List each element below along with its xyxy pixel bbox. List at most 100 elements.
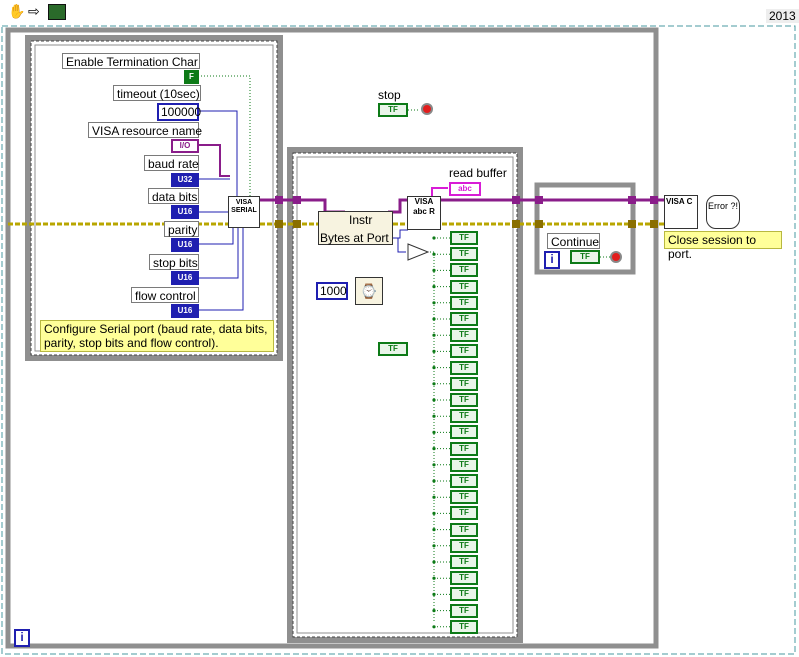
- error-handler-node[interactable]: Error ?!: [706, 195, 740, 229]
- property-node-item: Bytes at Port: [320, 231, 389, 245]
- visa-resource-control[interactable]: I/O: [171, 139, 199, 153]
- stop-bits-label: stop bits: [149, 254, 199, 270]
- wire-junction: [432, 609, 436, 613]
- tf-column-indicator: TF: [450, 247, 478, 262]
- wire-junction: [432, 236, 436, 240]
- tf-column-indicator: TF: [450, 441, 478, 456]
- wire-junction: [432, 528, 436, 532]
- wire-junction: [432, 333, 436, 337]
- visa-close-node-text: VISA C: [666, 197, 693, 206]
- flow-control-label: flow control: [131, 287, 199, 303]
- wire-junction: [432, 398, 436, 402]
- tf-column-indicator: TF: [450, 538, 478, 553]
- tf-column-indicator: TF: [450, 295, 478, 310]
- tf-column-indicator: TF: [450, 231, 478, 245]
- continue-terminal[interactable]: TF: [570, 250, 600, 264]
- tf-column-indicator: TF: [450, 490, 478, 505]
- wire-junction: [432, 576, 436, 580]
- tf-column-indicator: TF: [450, 506, 478, 521]
- tf-column-indicator: TF: [450, 555, 478, 569]
- tf-column-indicator: TF: [450, 393, 478, 407]
- visa-read-node[interactable]: VISA abc R: [407, 196, 441, 230]
- baud-rate-label: baud rate: [144, 155, 199, 171]
- wire-junction: [432, 317, 436, 321]
- wire-junction: [432, 447, 436, 451]
- tf-column-indicator: TF: [450, 263, 478, 278]
- stop-label: stop: [378, 88, 401, 102]
- enable-term-constant[interactable]: F: [184, 70, 199, 84]
- config-comment: Configure Serial port (baud rate, data b…: [40, 320, 274, 352]
- tf-column-indicator: TF: [450, 344, 478, 359]
- data-bits-control[interactable]: U16: [171, 205, 199, 219]
- tf-indicator: TF: [378, 342, 408, 356]
- wire-junction: [432, 463, 436, 467]
- flow-control-control[interactable]: U16: [171, 304, 199, 318]
- wire-junction: [432, 349, 436, 353]
- wire-junction: [432, 366, 436, 370]
- wire-junction: [432, 430, 436, 434]
- visa-resource-label: VISA resource name: [88, 122, 202, 138]
- wire-junction: [432, 511, 436, 515]
- tf-column-indicator: TF: [450, 312, 478, 326]
- close-comment: Close session to port.: [664, 231, 782, 261]
- baud-rate-control[interactable]: U32: [171, 173, 199, 187]
- wire-junction: [432, 544, 436, 548]
- wire-junction: [432, 382, 436, 386]
- read-buffer-indicator[interactable]: abc: [449, 182, 481, 196]
- continue-label: Continue: [547, 233, 600, 249]
- read-buffer-label: read buffer: [449, 166, 507, 180]
- wire-junction: [432, 560, 436, 564]
- vi-icon[interactable]: [48, 4, 66, 20]
- tf-column-indicator: TF: [450, 474, 478, 488]
- wire-junction: [432, 268, 436, 272]
- visa-close-node[interactable]: VISA C: [664, 195, 698, 229]
- inner-while-loop: [534, 182, 636, 275]
- tf-column-indicator: TF: [450, 328, 478, 343]
- property-node[interactable]: Instr Bytes at Port: [318, 211, 393, 245]
- wait-ms-node[interactable]: ⌚: [355, 277, 383, 305]
- clock-icon: ⌚: [360, 283, 378, 299]
- stop-terminal[interactable]: TF: [378, 103, 408, 117]
- tf-column-indicator: TF: [450, 587, 478, 602]
- parity-label: parity: [164, 221, 199, 237]
- continue-button-icon[interactable]: [610, 251, 622, 263]
- wire-junction: [432, 301, 436, 305]
- property-node-title: Instr: [349, 213, 373, 227]
- error-node-text: Error ?!: [707, 201, 738, 211]
- tf-column-indicator: TF: [450, 409, 478, 424]
- wait-ms-constant[interactable]: 1000: [316, 282, 348, 300]
- inner-iteration-terminal: i: [544, 251, 560, 269]
- tf-column-indicator: TF: [450, 603, 478, 618]
- outer-while-loop: [5, 27, 659, 649]
- version-label: 2013: [766, 9, 799, 23]
- parity-control[interactable]: U16: [171, 238, 199, 252]
- tf-column-indicator: TF: [450, 522, 478, 537]
- wire-junction: [432, 285, 436, 289]
- wire-junction: [432, 414, 436, 418]
- greater-than-zero-node: [407, 243, 430, 261]
- visa-serial-node-text: VISA SERIAL: [231, 199, 257, 214]
- wire-junction: [432, 625, 436, 629]
- data-bits-label: data bits: [148, 188, 199, 204]
- diagram-boundary: [1, 25, 796, 655]
- timeout-label: timeout (10sec): [113, 85, 201, 101]
- stop-button-icon[interactable]: [421, 103, 433, 115]
- timeout-constant[interactable]: 100000: [157, 103, 201, 121]
- wire-junction: [432, 479, 436, 483]
- visa-serial-config-node[interactable]: VISA SERIAL: [228, 196, 260, 228]
- enable-term-label: Enable Termination Char: [62, 53, 200, 69]
- tf-column-indicator: TF: [450, 376, 478, 391]
- tf-column-indicator: TF: [450, 279, 478, 294]
- stop-bits-control[interactable]: U16: [171, 271, 199, 285]
- arrow-icon[interactable]: ⇨: [28, 3, 40, 19]
- outer-iteration-terminal: i: [14, 629, 30, 647]
- tf-column-indicator: TF: [450, 457, 478, 472]
- tf-column-indicator: TF: [450, 619, 478, 634]
- wire-junction: [432, 495, 436, 499]
- hand-icon[interactable]: ✋: [8, 3, 26, 19]
- tf-column-indicator: TF: [450, 360, 478, 375]
- tf-column-indicator: TF: [450, 571, 478, 586]
- wire-junction: [432, 252, 436, 256]
